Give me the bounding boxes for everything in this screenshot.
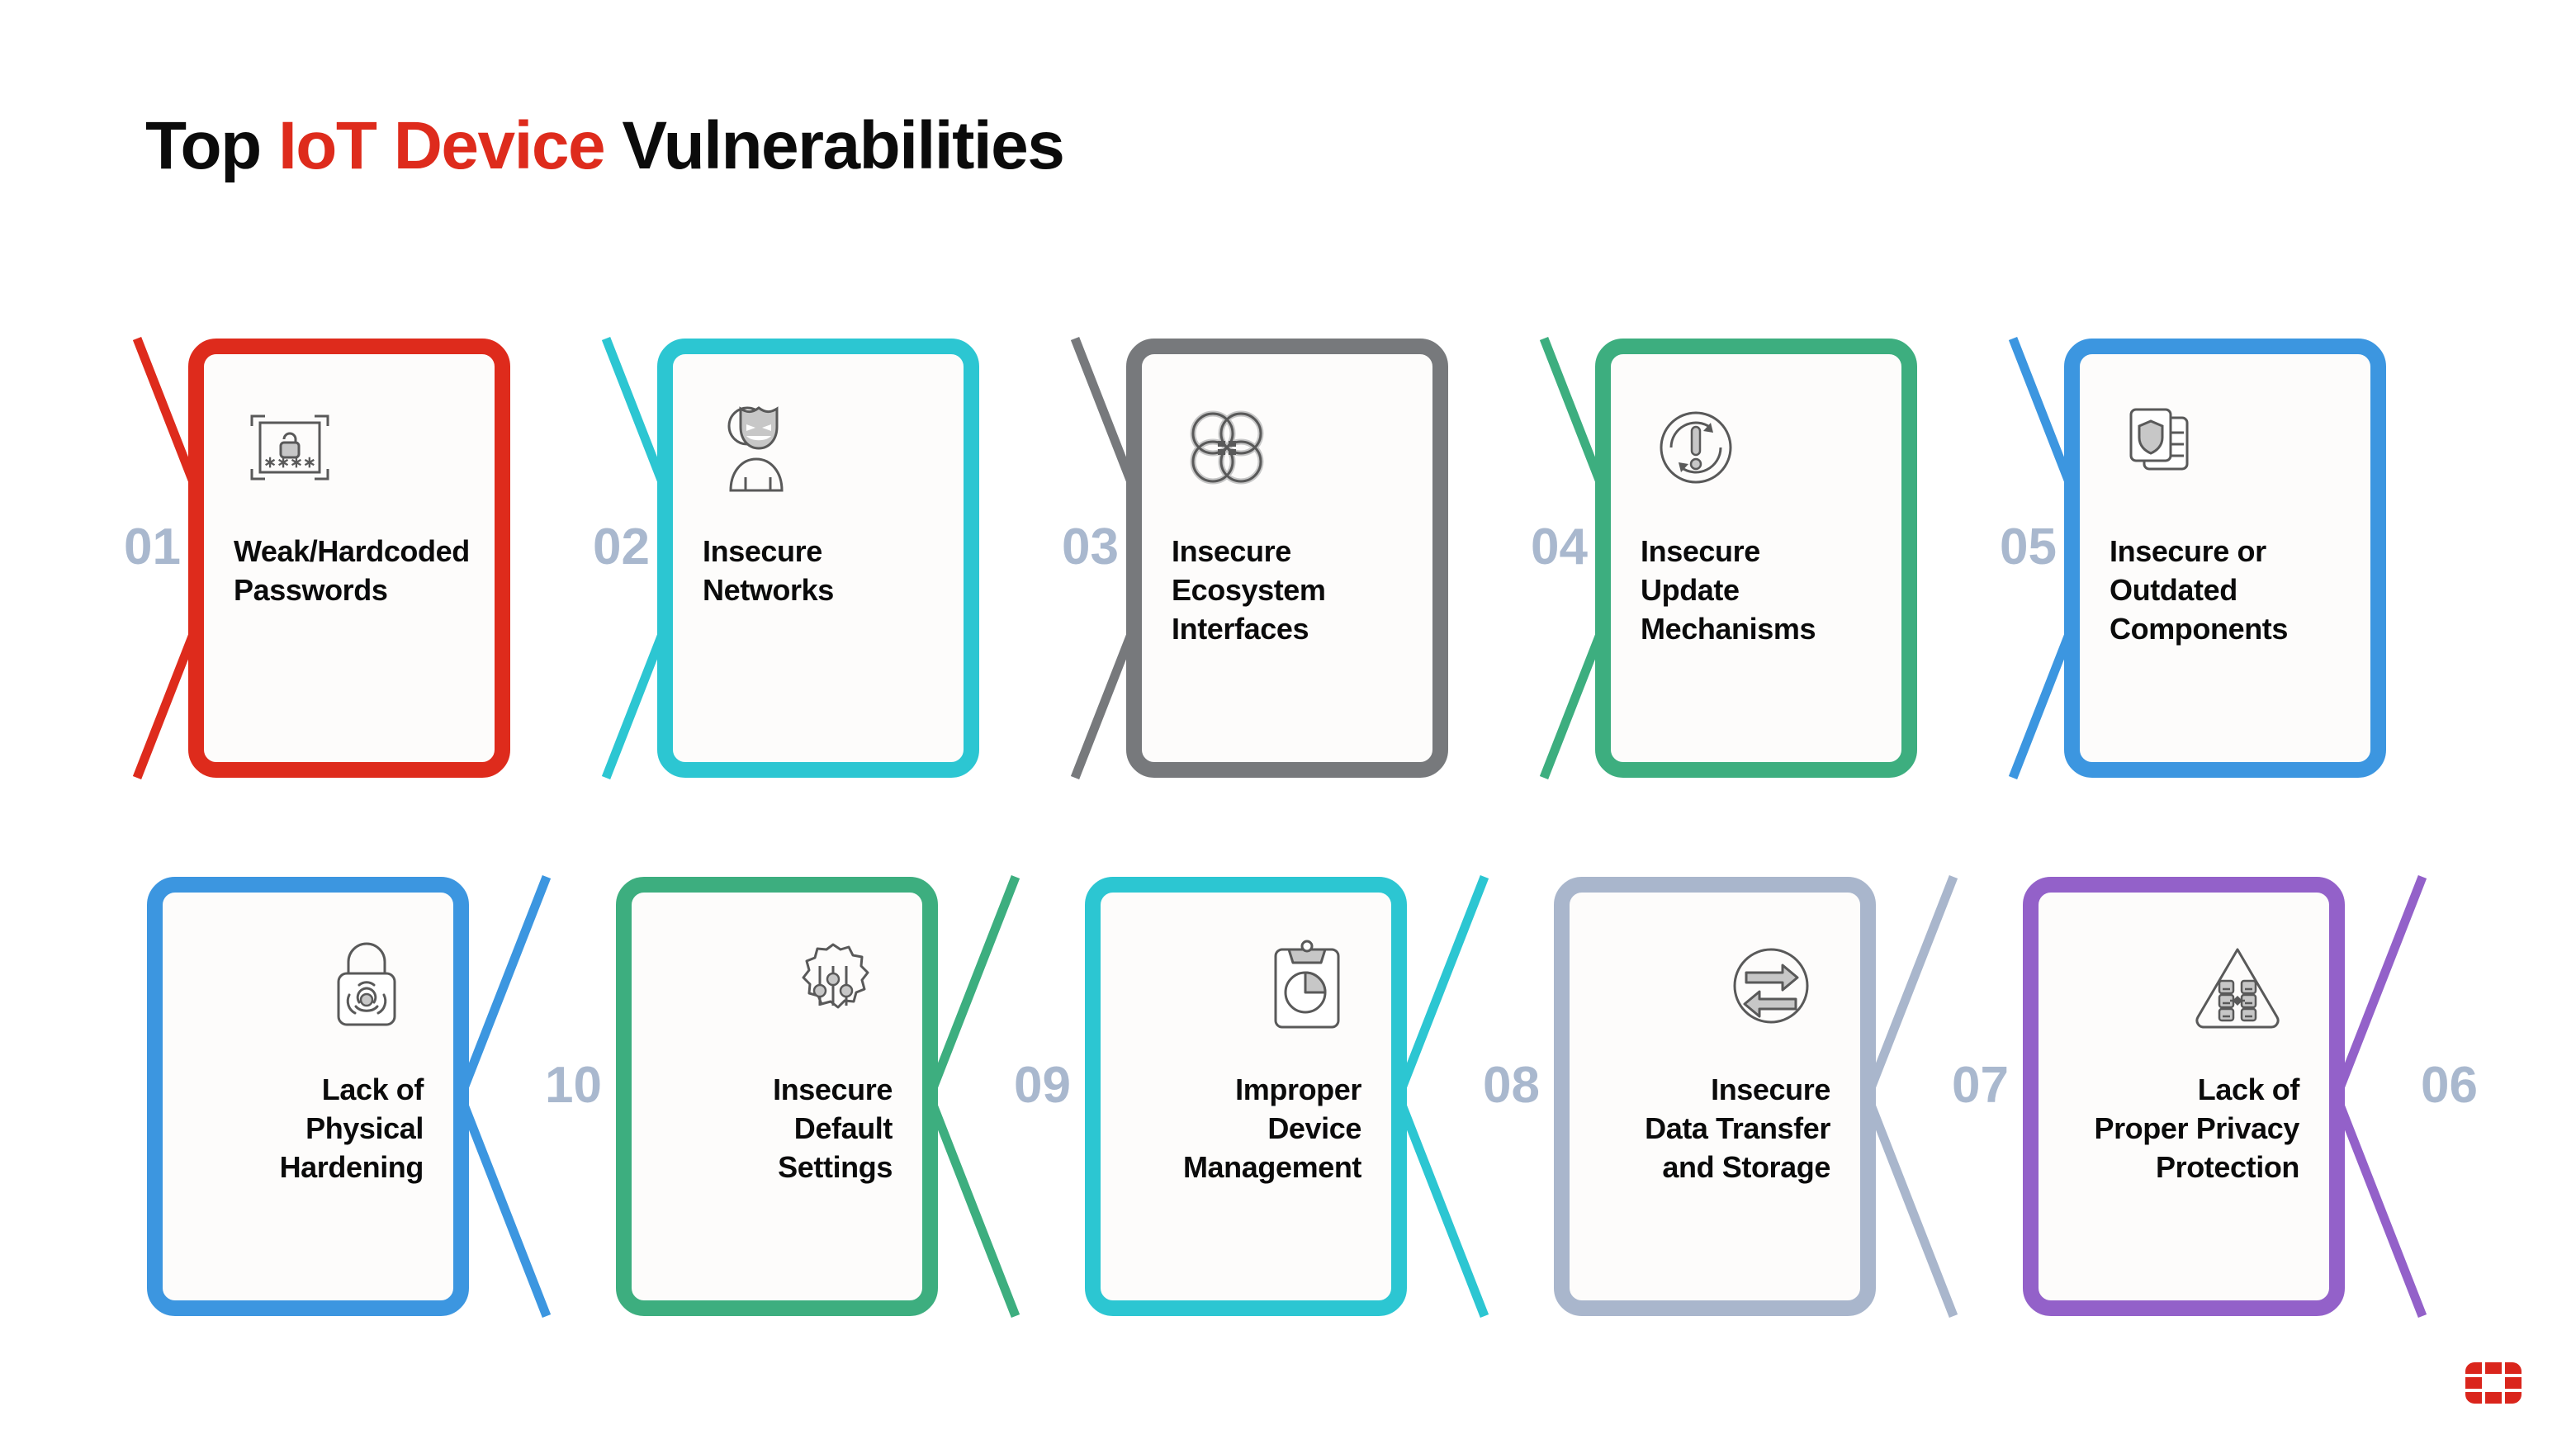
warning-triangle-devices-icon xyxy=(2063,924,2304,1048)
card-number: 07 xyxy=(1952,1057,2009,1114)
card-content: Insecure or Outdated Components xyxy=(2080,354,2370,762)
title-part-1: Top xyxy=(145,108,278,183)
card-content: Insecure Default Settings xyxy=(632,893,922,1300)
padlock-biohazard-icon xyxy=(187,924,429,1048)
vulnerability-card-02[interactable]: 02 Insecure Networks xyxy=(593,327,1062,789)
chevron-left-icon xyxy=(923,877,1022,1316)
card-content: Lack of Physical Hardening xyxy=(163,893,453,1300)
card-body[interactable]: Lack of Physical Hardening xyxy=(147,877,469,1316)
vulnerability-card-10[interactable]: 10 Lack of Physical Hardening xyxy=(124,865,602,1328)
vulnerability-card-01[interactable]: 01 ∗∗∗∗ Weak/Hardcoded Passwords xyxy=(124,327,593,789)
card-content: Insecure Data Transfer and Storage xyxy=(1570,893,1860,1300)
card-body[interactable]: Insecure Default Settings xyxy=(616,877,938,1316)
card-label: Insecure Networks xyxy=(703,534,834,607)
vulnerability-card-03[interactable]: 03 Insecure Ecosystem Interfaces xyxy=(1062,327,1531,789)
card-body[interactable]: ∗∗∗∗ Weak/Hardcoded Passwords xyxy=(188,339,510,778)
card-content: ∗∗∗∗ Weak/Hardcoded Passwords xyxy=(204,354,495,762)
clipboard-piechart-icon xyxy=(1125,924,1366,1048)
card-body[interactable]: Insecure Networks xyxy=(657,339,979,778)
card-content: Insecure Ecosystem Interfaces xyxy=(1142,354,1432,762)
card-label: Insecure Default Settings xyxy=(773,1073,893,1184)
card-body[interactable]: Insecure Update Mechanisms xyxy=(1595,339,1917,778)
card-label: Lack of Proper Privacy Protection xyxy=(2094,1073,2299,1184)
card-label: Insecure Data Transfer and Storage xyxy=(1645,1073,1830,1184)
vulnerability-card-06[interactable]: 06 Lack of Proper Privacy Protection xyxy=(2000,865,2478,1328)
card-content: Improper Device Management xyxy=(1101,893,1391,1300)
card-number: 05 xyxy=(2000,519,2057,575)
card-label: Improper Device Management xyxy=(1182,1073,1361,1184)
card-body[interactable]: Insecure Data Transfer and Storage xyxy=(1554,877,1876,1316)
password-lock-frame-icon: ∗∗∗∗ xyxy=(229,386,470,509)
card-number: 09 xyxy=(1014,1057,1071,1114)
card-body[interactable]: Improper Device Management xyxy=(1085,877,1407,1316)
vulnerability-card-04[interactable]: 04 Insecure Update Mechanisms xyxy=(1531,327,2000,789)
masked-person-icon xyxy=(698,386,939,509)
title-accent: IoT Device xyxy=(277,108,606,183)
page-title: Top IoT Device Vulnerabilities xyxy=(145,112,1065,180)
chevron-left-icon xyxy=(1861,877,1960,1316)
vulnerability-row-top: 01 ∗∗∗∗ Weak/Hardcoded Passwords 02 Inse… xyxy=(124,327,2469,789)
gear-sliders-icon xyxy=(656,924,897,1048)
fortinet-logo xyxy=(2465,1362,2522,1404)
card-content: Insecure Update Mechanisms xyxy=(1611,354,1901,762)
card-body[interactable]: Lack of Proper Privacy Protection xyxy=(2023,877,2345,1316)
warning-refresh-icon xyxy=(1636,386,1877,509)
card-number: 03 xyxy=(1062,519,1119,575)
card-label: Insecure Ecosystem Interfaces xyxy=(1172,534,1326,646)
card-content: Insecure Networks xyxy=(673,354,964,762)
card-number: 04 xyxy=(1531,519,1588,575)
vulnerability-card-09[interactable]: 09 Insecure Default Settings xyxy=(593,865,1071,1328)
card-body[interactable]: Insecure Ecosystem Interfaces xyxy=(1126,339,1448,778)
chevron-left-icon xyxy=(2330,877,2429,1316)
card-label: Lack of Physical Hardening xyxy=(279,1073,424,1184)
card-number: 01 xyxy=(124,519,181,575)
svg-text:∗∗∗∗: ∗∗∗∗ xyxy=(263,454,316,471)
vulnerability-card-07[interactable]: 07 Insecure Data Transfer and Storage xyxy=(1531,865,2009,1328)
card-number: 10 xyxy=(545,1057,602,1114)
card-label: Insecure Update Mechanisms xyxy=(1641,534,1816,646)
vulnerability-row-bottom: 10 Lack of Physical Hardening 09 Insecur… xyxy=(124,865,2478,1328)
chevron-left-icon xyxy=(454,877,553,1316)
vulnerability-card-08[interactable]: 08 Improper Device Management xyxy=(1062,865,1540,1328)
card-body[interactable]: Insecure or Outdated Components xyxy=(2064,339,2386,778)
title-part-2: Vulnerabilities xyxy=(604,108,1064,183)
card-label: Insecure or Outdated Components xyxy=(2110,534,2288,646)
card-number: 02 xyxy=(593,519,650,575)
atom-ecosystem-icon xyxy=(1167,386,1408,509)
chevron-left-icon xyxy=(1392,877,1491,1316)
vulnerability-card-05[interactable]: 05 Insecure or Outdated Components xyxy=(2000,327,2469,789)
card-number: 08 xyxy=(1483,1057,1540,1114)
card-content: Lack of Proper Privacy Protection xyxy=(2039,893,2329,1300)
card-number: 06 xyxy=(2421,1057,2478,1114)
data-transfer-arrows-icon xyxy=(1594,924,1835,1048)
shield-documents-icon xyxy=(2105,386,2346,509)
card-label: Weak/Hardcoded Passwords xyxy=(234,534,470,607)
